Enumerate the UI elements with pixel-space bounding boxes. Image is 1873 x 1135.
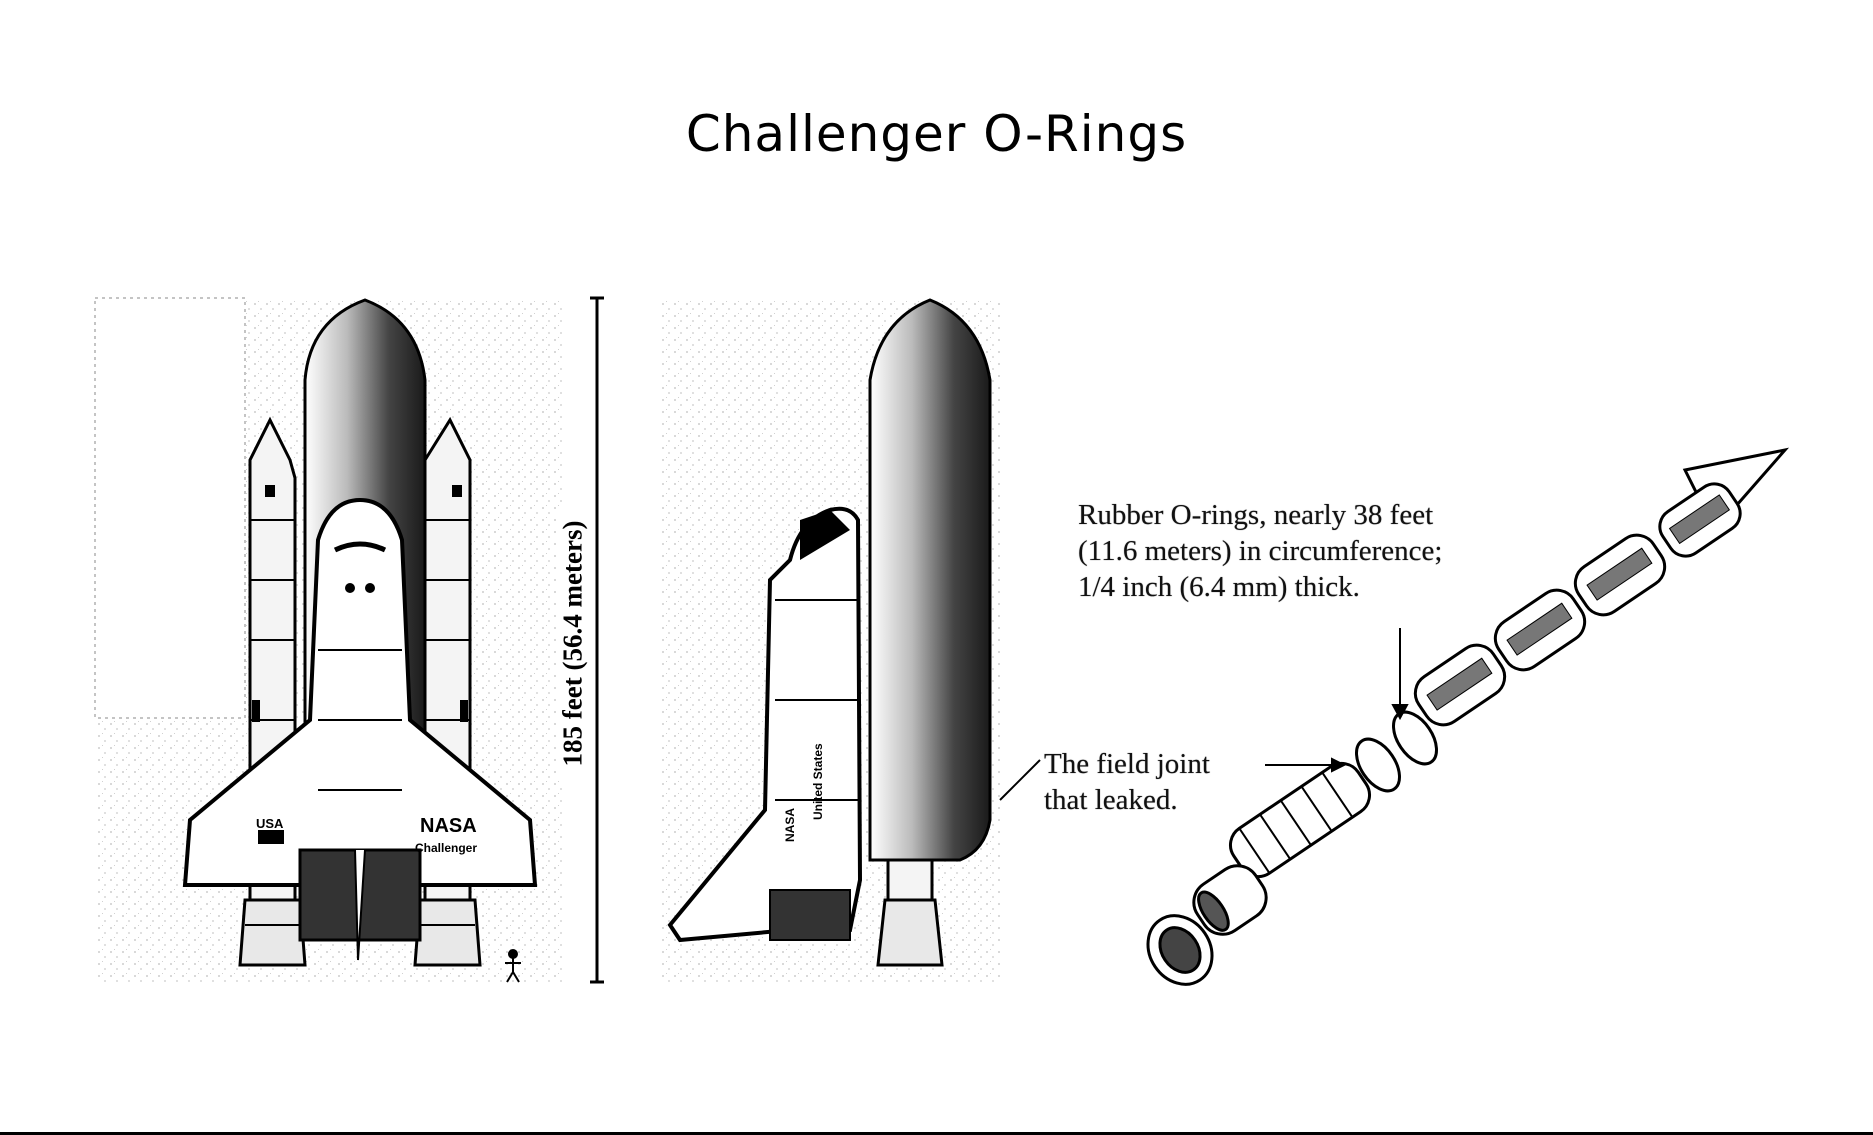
height-dimension-line	[590, 298, 604, 982]
orings-callout-line: (11.6 meters) in circumference;	[1078, 533, 1548, 569]
field-joint-callout-line: The field joint	[1044, 746, 1284, 782]
orbiter-usa-marking: USA	[256, 816, 284, 831]
field-joint-callout-line: that leaked.	[1044, 782, 1284, 818]
side-nasa-marking: NASA	[783, 808, 797, 842]
joint-pointer-line	[1000, 760, 1040, 800]
orbiter-nasa-logo: NASA	[420, 815, 477, 837]
orings-callout-line: 1/4 inch (6.4 mm) thick.	[1078, 569, 1548, 605]
side-external-tank	[870, 300, 990, 860]
orings-arrow	[1393, 628, 1407, 718]
field-joint-callout: The field joint that leaked.	[1044, 746, 1284, 818]
orings-callout-line: Rubber O-rings, nearly 38 feet	[1078, 497, 1548, 533]
orbiter-name-marking: Challenger	[415, 841, 477, 855]
orings-callout: Rubber O-rings, nearly 38 feet (11.6 met…	[1078, 497, 1548, 605]
side-united-states-marking: United States	[811, 743, 825, 820]
height-dimension-label: 185 feet (56.4 meters)	[558, 508, 589, 780]
